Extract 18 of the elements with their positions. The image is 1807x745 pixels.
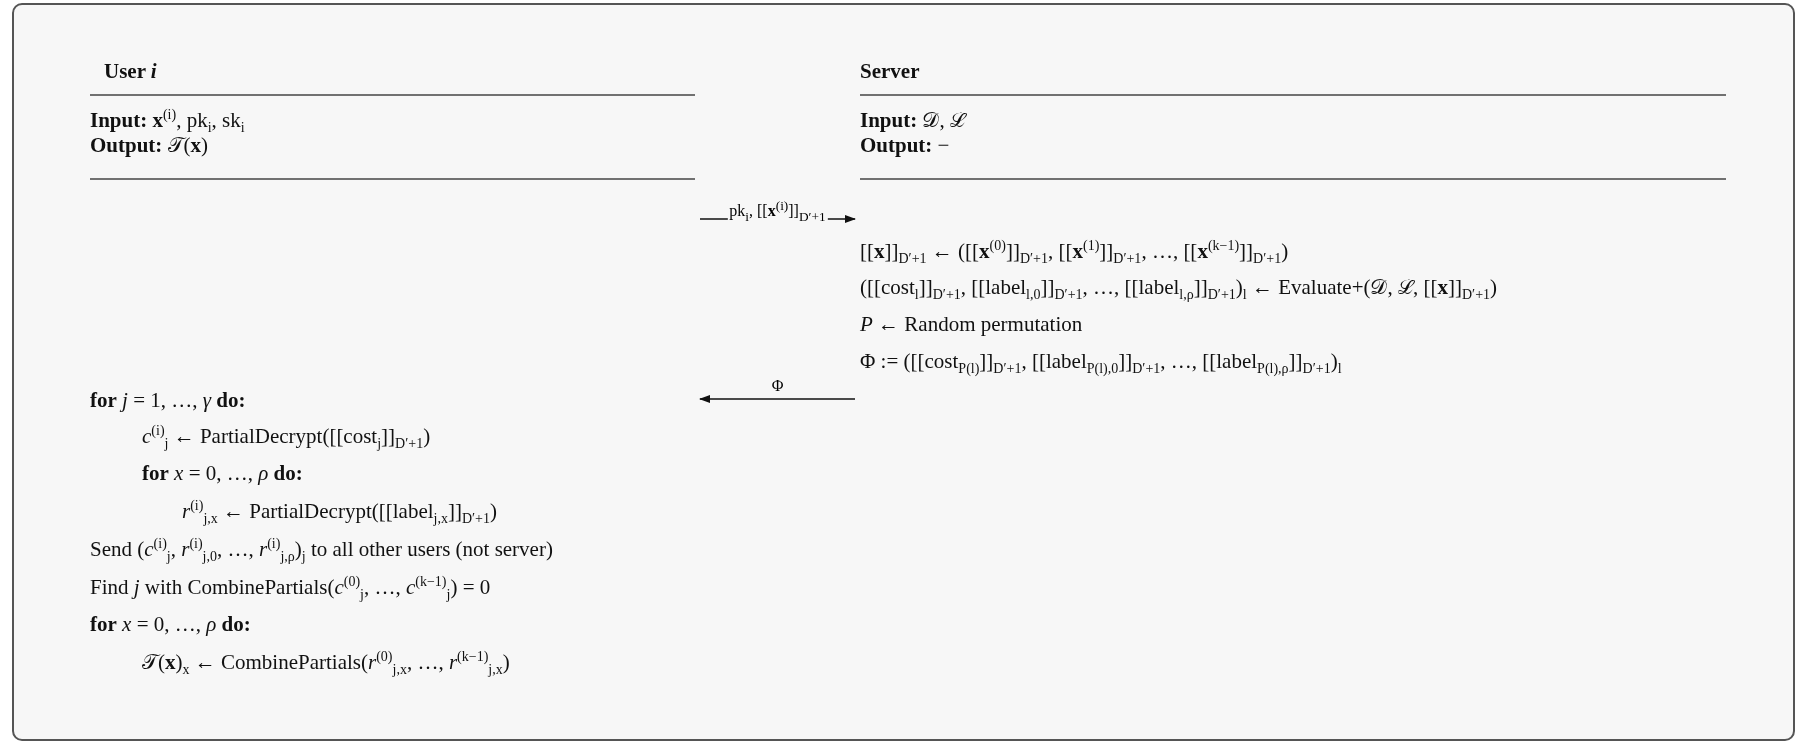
algorithm-step: r$^{(i)}$$_{j,x}$ ← PartialDecrypt([[label$_{j,x}$]]$_{D′+1}$) <box>182 498 497 524</box>
algorithm-step: P ← Random permutation <box>860 311 1083 337</box>
algorithm-step: for x = 0, …, ρ do: <box>142 460 303 486</box>
algorithm-step: for x = 0, …, ρ do: <box>90 611 251 637</box>
output-line: Output: 𝒯(x) <box>90 132 209 158</box>
algorithm-step: c$^{(i)}$$_{j}$ ← PartialDecrypt([[cost$_{j}$]]$_{D′+1}$) <box>142 423 431 449</box>
algorithm-step: Send (c$^{(i)}$$_{j}$, r$^{(i)}$$_{j,0}$, …, r$^{(i)}$$_{j,ρ}$)$_{j}$ to all other users (not server) <box>90 536 553 562</box>
algorithm-step: Φ := ([[cost$_{P(l)}$]]$_{D′+1}$, [[label$_{P(l),0}$]]$_{D′+1}$, …, [[label$_{P(l),ρ}$]]$_{D′+1}$)$_{l}$ <box>860 348 1342 374</box>
output-line: Output: − <box>860 132 950 158</box>
algorithm-step: ([[cost$_{l}$]]$_{D′+1}$, [[label$_{l,0}$]]$_{D′+1}$, …, [[label$_{l,ρ}$]]$_{D′+1}$)$_{l}$ ← Evaluate+(𝒟, ℒ, [[x]]$_{D′+1}$) <box>860 274 1498 300</box>
algorithm-step: for j = 1, …, γ do: <box>90 387 246 413</box>
input-line: Input: x$^{(i)}$, pk$_{i}$, sk$_{i}$ <box>90 107 245 133</box>
algorithm-step: [[x]]$_{D′+1}$ ← ([[x$^{(0)}$]]$_{D′+1}$, [[x$^{(1)}$]]$_{D′+1}$, …, [[x$^{(k−1)}$]]$_{D′+1}$) <box>860 238 1289 264</box>
algorithm-step: 𝒯(x)$_{x}$ ← CombinePartials(r$^{(0)}$$_{j,x}$, …, r$^{(k−1)}$$_{j,x}$) <box>142 649 510 675</box>
input-line: Input: 𝒟, ℒ <box>860 107 965 133</box>
algorithm-step: Find j with CombinePartials(c$^{(0)}$$_{j}$, …, c$^{(k−1)}$$_{j}$) = 0 <box>90 574 491 600</box>
party-heading: Server <box>860 58 920 84</box>
party-heading: User i <box>104 58 157 84</box>
